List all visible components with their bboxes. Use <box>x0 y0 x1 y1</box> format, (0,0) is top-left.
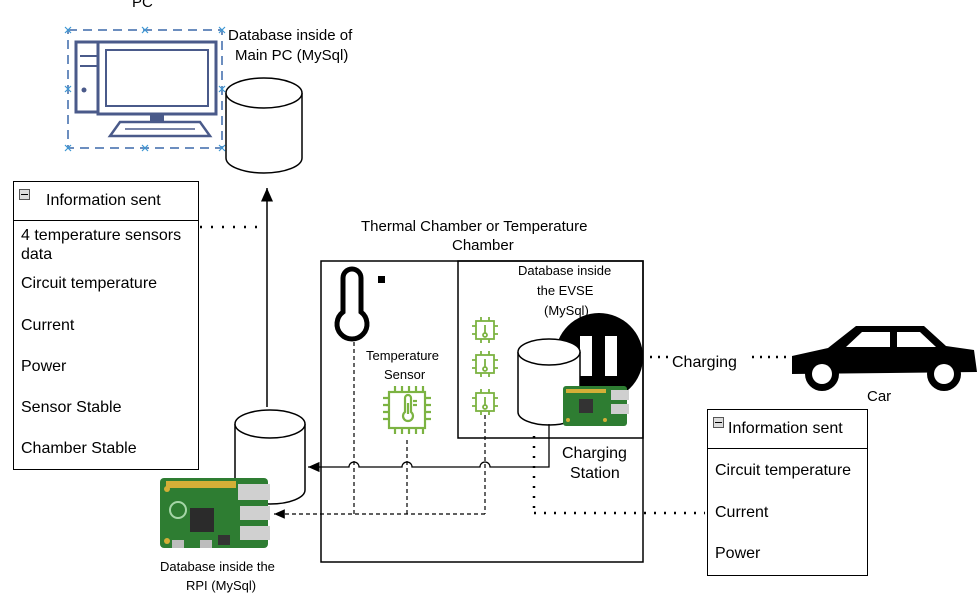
pc-icon[interactable] <box>64 26 226 152</box>
rpi-info-item: Current <box>21 317 75 334</box>
evse-db-label-3: (MySql) <box>544 303 589 318</box>
evse-db-label-1: Database inside <box>518 263 612 278</box>
rpi-info-item: 4 temperature sensors <box>21 227 182 244</box>
pc-db-label-1: Database inside of <box>228 27 353 44</box>
car-info-header: Information sent <box>708 410 867 449</box>
station-label-2: Station <box>570 465 620 482</box>
collapse-icon[interactable] <box>19 189 30 200</box>
car-info-item: Power <box>715 545 761 562</box>
rpi-db-label-2: RPI (MySql) <box>186 578 257 593</box>
evse-raspberry-pi-icon <box>563 386 629 426</box>
thermometer-icon <box>334 266 385 342</box>
station-label-1: Charging <box>562 445 627 462</box>
rpi-info-item: Chamber Stable <box>21 440 137 457</box>
pc-label: PC <box>132 0 153 11</box>
chamber-title-2: Chamber <box>452 237 514 254</box>
car-label: Car <box>867 388 892 405</box>
chamber-title-1: Thermal Chamber or Temperature <box>361 218 588 235</box>
rpi-info-header: Information sent <box>14 182 198 221</box>
car-info-panel: Information sent Circuit temperature Cur… <box>707 409 868 576</box>
car-info-item: Circuit temperature <box>715 462 852 479</box>
sensor-label-2: Sensor <box>384 367 426 382</box>
evse-sensor-chips-icon <box>472 317 498 415</box>
charging-station-box <box>457 260 644 439</box>
raspberry-pi-icon <box>160 478 270 548</box>
sensor-lines <box>274 342 550 519</box>
pc-database[interactable] <box>225 77 303 174</box>
pc-db-label-2: Main PC (MySql) <box>235 47 349 64</box>
rpi-info-item: Sensor Stable <box>21 399 122 416</box>
rpi-info-title: Information sent <box>46 192 161 209</box>
car-info-item: Current <box>715 504 769 521</box>
charging-label: Charging <box>672 354 737 371</box>
rpi-info-item: Power <box>21 358 67 375</box>
rpi-info-panel: Information sent 4 temperature sensors d… <box>13 181 199 470</box>
car-icon <box>792 326 977 391</box>
car-info-title: Information sent <box>728 420 843 437</box>
temperature-sensor-chip-icon <box>383 386 431 434</box>
evse-db-label-2: the EVSE <box>537 283 594 298</box>
rpi-info-item: data <box>21 246 53 263</box>
rpi-db-label-1: Database inside the <box>160 559 275 574</box>
sensor-label-1: Temperature <box>366 348 439 363</box>
rpi-info-item: Circuit temperature <box>21 275 158 292</box>
collapse-icon[interactable] <box>713 417 724 428</box>
